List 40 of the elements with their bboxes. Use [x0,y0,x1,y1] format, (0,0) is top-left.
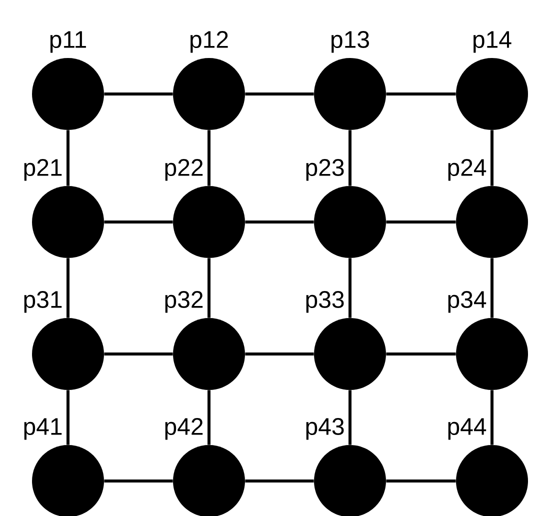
node-label: p21 [24,159,62,181]
node-label: p32 [165,291,203,313]
node-label: p31 [24,291,62,313]
line [348,130,352,186]
node-label: p34 [448,291,486,313]
line [104,92,173,96]
node-label: p22 [165,159,203,181]
node-label: p12 [190,31,228,53]
node-label: p11 [50,31,86,53]
node-label: p33 [306,291,344,313]
line [490,258,494,318]
line [104,352,173,356]
line [348,258,352,318]
line [386,479,456,482]
line [245,220,314,224]
line [208,258,210,318]
line [208,390,210,445]
line [66,390,70,445]
line [208,130,210,186]
line [490,390,494,445]
line [386,92,456,96]
line [245,352,314,356]
line [490,130,494,186]
node-label: p41 [24,418,62,440]
node-label: p44 [448,418,486,440]
line [66,258,70,318]
node-label: p42 [165,418,203,440]
line [104,479,173,482]
node-label: p24 [448,159,486,181]
line [386,352,456,356]
node-label: p14 [474,31,512,53]
line [104,220,173,224]
node-label: p23 [306,159,344,181]
node-label: p13 [332,31,369,53]
line [348,390,352,445]
line [245,92,314,96]
line [245,479,314,482]
line [66,130,70,186]
node-label: p43 [306,418,344,440]
line [386,220,456,224]
